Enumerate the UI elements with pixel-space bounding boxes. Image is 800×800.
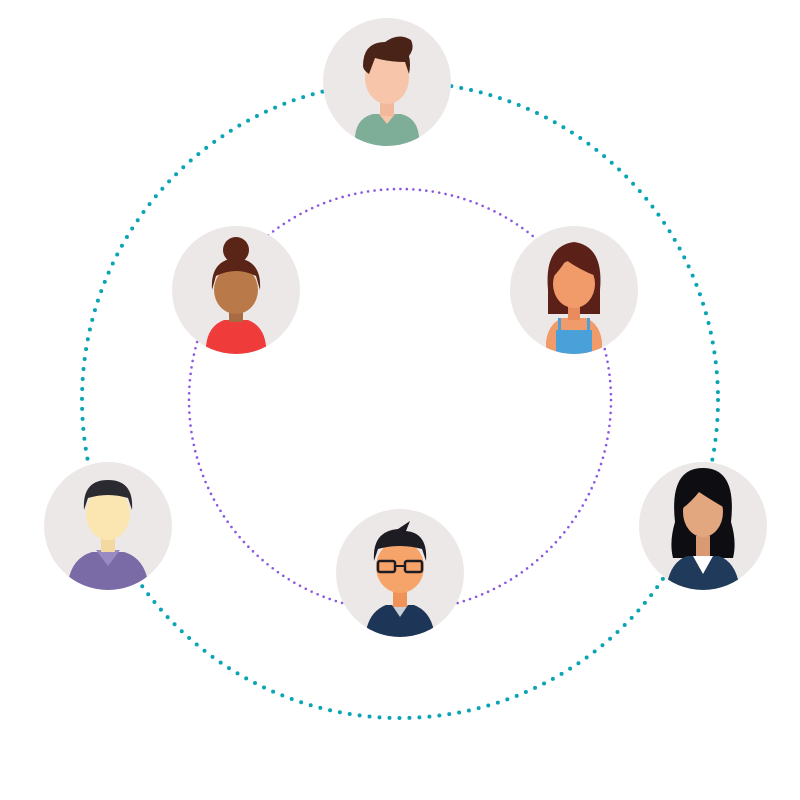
person-blue-top-icon — [510, 226, 638, 354]
outer-ring — [80, 80, 720, 720]
avatar-blue-top — [510, 226, 638, 354]
person-green-shirt-icon — [323, 18, 451, 146]
avatar-red-shirt — [172, 226, 300, 354]
avatar-green-shirt — [323, 18, 451, 146]
avatar-glasses — [336, 509, 464, 637]
avatar-dark-suit — [639, 462, 767, 590]
person-dark-suit-icon — [639, 462, 767, 590]
avatar-purple-shirt — [44, 462, 172, 590]
person-purple-shirt-icon — [44, 462, 172, 590]
person-red-shirt-icon — [172, 226, 300, 354]
person-glasses-icon — [336, 509, 464, 637]
